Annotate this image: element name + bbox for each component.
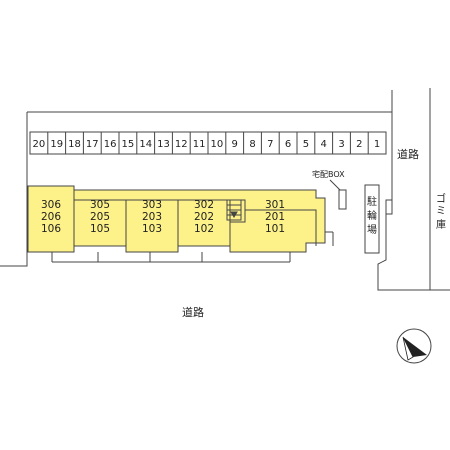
bicycle-parking: 駐 輪 場 xyxy=(364,184,380,254)
delivery-box-label: 宅配BOX xyxy=(312,169,345,179)
parking-slot-6: 6 xyxy=(285,139,291,150)
parking-slot-4: 4 xyxy=(321,139,327,150)
unit-room-206: 206 xyxy=(41,211,61,223)
parking-slot-15: 15 xyxy=(122,139,135,150)
garbage-storage-char-3: 庫 xyxy=(436,218,446,231)
bicycle-parking-char-1: 駐 xyxy=(367,195,377,208)
parking-slot-20: 20 xyxy=(33,139,46,150)
parking-slot-9: 9 xyxy=(232,139,238,150)
unit-room-306: 306 xyxy=(41,199,61,211)
parking-slot-12: 12 xyxy=(175,139,188,150)
parking-slot-18: 18 xyxy=(68,139,81,150)
parking-slot-17: 17 xyxy=(86,139,99,150)
parking-slot-7: 7 xyxy=(267,139,273,150)
road-label-bottom: 道路 xyxy=(182,305,204,319)
unit-room-301: 301 xyxy=(265,199,285,211)
parking-slot-1: 1 xyxy=(374,139,380,150)
unit-room-203: 203 xyxy=(142,211,162,223)
unit-room-202: 202 xyxy=(194,211,214,223)
north-arrow-icon xyxy=(396,328,432,364)
unit-room-103: 103 xyxy=(142,223,162,235)
unit-dividers xyxy=(73,190,317,246)
garbage-storage: ゴ ミ 庫 xyxy=(385,192,446,231)
unit-room-105: 105 xyxy=(90,223,110,235)
parking-slot-dividers xyxy=(47,132,369,154)
unit-room-303: 303 xyxy=(142,199,162,211)
parking-slot-14: 14 xyxy=(139,139,152,150)
parking-slot-16: 16 xyxy=(104,139,117,150)
entrance-marks xyxy=(51,231,334,263)
garbage-storage-char-2: ミ xyxy=(436,206,446,217)
parking-slot-11: 11 xyxy=(193,139,206,150)
road-label-right: 道路 xyxy=(397,147,419,161)
parking-slot-2: 2 xyxy=(356,139,362,150)
parking-slot-19: 19 xyxy=(50,139,63,150)
parking-slot-8: 8 xyxy=(249,139,255,150)
bicycle-parking-char-3: 場 xyxy=(367,223,377,236)
parking-slot-5: 5 xyxy=(303,139,309,150)
unit-room-302: 302 xyxy=(194,199,214,211)
unit-room-102: 102 xyxy=(194,223,214,235)
parking-slot-3: 3 xyxy=(338,139,344,150)
garbage-storage-char-1: ゴ xyxy=(436,192,446,205)
unit-room-101: 101 xyxy=(265,223,285,235)
parking-slot-10: 10 xyxy=(211,139,224,150)
unit-room-305: 305 xyxy=(90,199,110,211)
unit-room-205: 205 xyxy=(90,211,110,223)
delivery-box: 宅配BOX xyxy=(312,169,347,210)
unit-room-201: 201 xyxy=(265,211,285,223)
unit-room-106: 106 xyxy=(41,223,61,235)
bicycle-parking-char-2: 輪 xyxy=(367,209,377,222)
parking-slot-13: 13 xyxy=(157,139,170,150)
